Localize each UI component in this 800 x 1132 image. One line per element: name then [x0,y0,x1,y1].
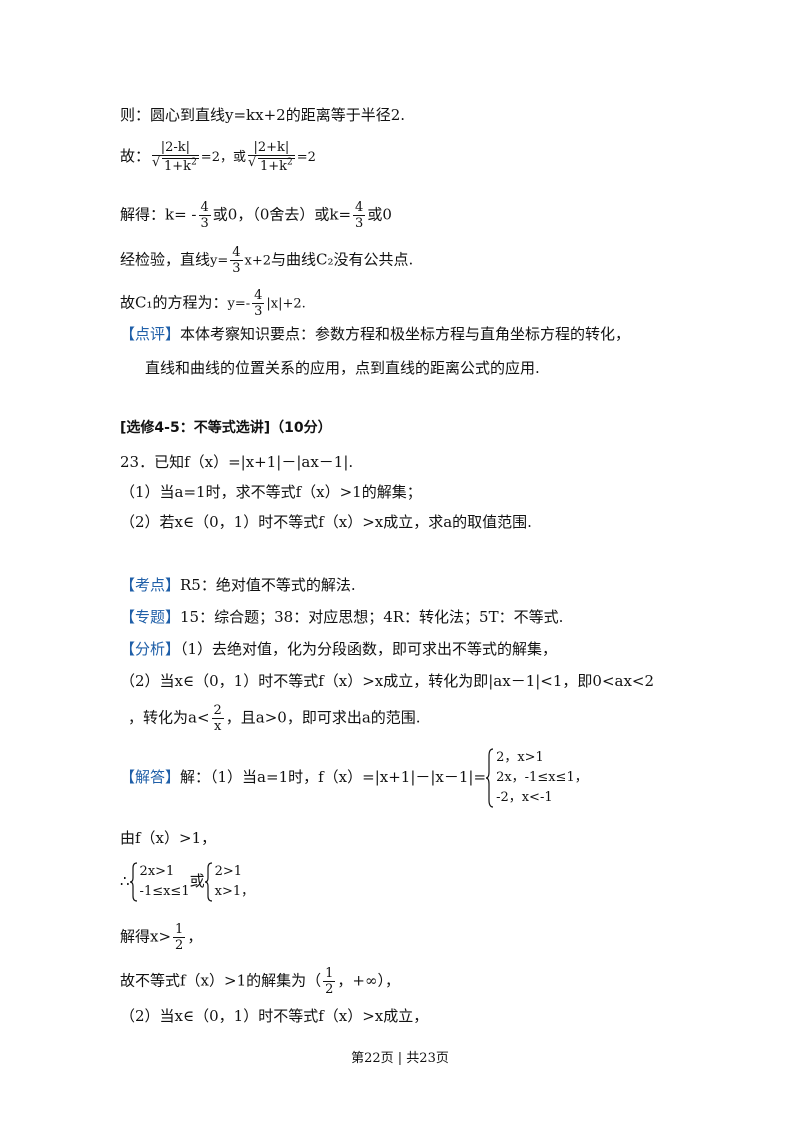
numerator: 1 [173,922,186,938]
denominator: 3 [232,261,241,276]
question-part-2: （2）若x∈（0，1）时不等式f（x）>x成立，求a的取值范围. [120,513,532,531]
denominator: 2 [325,982,334,997]
solution-text: 解：（1）当a=1时，f（x）=|x+1|－|x－1|= [180,768,487,786]
text-prefix: 经检验，直线 [120,250,211,269]
denominator: √1+k2 [247,155,295,175]
numerator: 4 [252,288,265,304]
review-tag: 【点评】 [120,325,181,343]
denominator: 3 [200,216,209,231]
piece-row: 2x，-1≤x≤1， [496,770,588,785]
review-line-2: 直线和曲线的位置关系的应用，点到直线的距离公式的应用. [145,359,540,377]
text-end: |x|+2. [266,296,306,312]
formula-line: 故：|2-k|√1+k2=2，或|2+k|√1+k2=2 [120,140,316,175]
fenxi-text: （1）去绝对值，化为分段函数，即可求出不等式的解集， [180,640,558,658]
solution-line: 【解答】解：（1）当a=1时，f（x）=|x+1|－|x－1|= 2，x>1 2… [120,748,588,808]
numerator: 4 [353,200,366,216]
sqrt: √1+k2 [152,155,199,175]
text-prefix: 解得x> [120,927,172,946]
denominator: 3 [254,304,263,319]
radicand: 1+k [259,159,288,175]
review-text: 本体考察知识要点：参数方程和极坐标方程与直角坐标方程的转化， [180,325,631,343]
text-line: 则：圆心到直线y=kx+2的距离等于半径2. [120,106,406,124]
system-line: ∴ 2x>1 -1≤x≤1 或 2>1 x>1， [120,862,254,902]
piecewise-system: 2，x>1 2x，-1≤x≤1， -2，x<-1 [486,748,588,808]
brace-icon [129,862,137,902]
fenxi-tag: 【分析】 [120,640,181,658]
numerator: 2 [211,703,224,719]
text-prefix: ，转化为a< [128,708,210,727]
text-prefix: 故C₁的方程为： [120,293,228,312]
system-b: 2>1 x>1， [204,862,255,902]
solution-line: （2）当x∈（0，1）时不等式f（x）>x成立， [120,1007,429,1025]
fenxi-line: 【分析】（1）去绝对值，化为分段函数，即可求出不等式的解集， [120,639,557,659]
sqrt: √1+k2 [247,155,295,175]
text-end: 或0 [367,205,392,224]
system-a: 2x>1 -1≤x≤1 [129,862,190,902]
text-end: ，且a>0，即可求出a的范围. [225,708,421,727]
kaodian-text: R5：绝对值不等式的解法. [180,576,356,594]
text-end: ，+∞）， [337,971,400,990]
system-row: x>1， [214,884,255,899]
fraction: |2-k|√1+k2 [152,140,199,175]
solution-line: 由f（x）>1， [120,829,217,847]
text-y: y= [210,253,229,269]
numerator: 4 [230,245,243,261]
piece-row: -2，x<-1 [496,790,553,805]
zhuanti-tag: 【专题】 [120,608,181,626]
numerator: 4 [198,200,211,216]
text-end: ， [187,927,203,946]
text-prefix: 故不等式f（x）>1的解集为（ [120,971,322,990]
or-text: 或 [189,872,205,890]
text-end: =2 [296,150,316,166]
question-line: 23．已知f（x）=|x+1|－|ax－1|. [120,453,354,471]
fraction: |2+k|√1+k2 [247,140,295,175]
system-row: 2x>1 [139,864,175,879]
text-middle: =2，或 [200,150,246,166]
text-middle: 或0，（0舍去）或k= [212,205,352,224]
kaodian-tag: 【考点】 [120,576,181,594]
fenxi-line-2: （2）当x∈（0，1）时不等式f（x）>x成立，转化为即|ax－1|<1，即0<… [120,672,655,690]
solution-tag: 【解答】 [120,768,181,786]
zhuanti-text: 15：综合题；38：对应思想；4R：转化法；5T：不等式. [180,608,564,626]
denominator: 2 [175,938,184,953]
text-x: x+2 [244,253,272,269]
denominator: x [213,719,222,734]
text-prefix: 故： [120,147,151,166]
brace-icon [204,862,212,902]
piece-row: 2，x>1 [496,750,544,765]
brace-icon [486,748,494,808]
review-line: 【点评】本体考察知识要点：参数方程和极坐标方程与直角坐标方程的转化， [120,324,630,344]
text-prefix: 解得：k= - [120,205,197,224]
system-row: -1≤x≤1 [139,884,190,899]
denominator: 3 [355,216,364,231]
radicand: 1+k [164,159,192,175]
denominator: √1+k2 [152,155,199,175]
section-heading: [选修4-5：不等式选讲]（10分） [120,420,332,436]
text-end: 与曲线C₂没有公共点. [271,250,414,269]
therefore-symbol: ∴ [120,872,130,890]
numerator: 1 [323,966,336,982]
system-row: 2>1 [214,864,243,879]
page-footer: 第22页 | 共23页 [351,1051,449,1066]
kaodian-line: 【考点】R5：绝对值不等式的解法. [120,575,356,595]
question-part-1: （1）当a=1时，求不等式f（x）>1的解集； [120,483,422,501]
numerator: |2-k| [152,140,199,156]
zhuanti-line: 【专题】15：综合题；38：对应思想；4R：转化法；5T：不等式. [120,607,563,627]
text-y: y=- [227,296,251,312]
numerator: |2+k| [247,140,295,156]
